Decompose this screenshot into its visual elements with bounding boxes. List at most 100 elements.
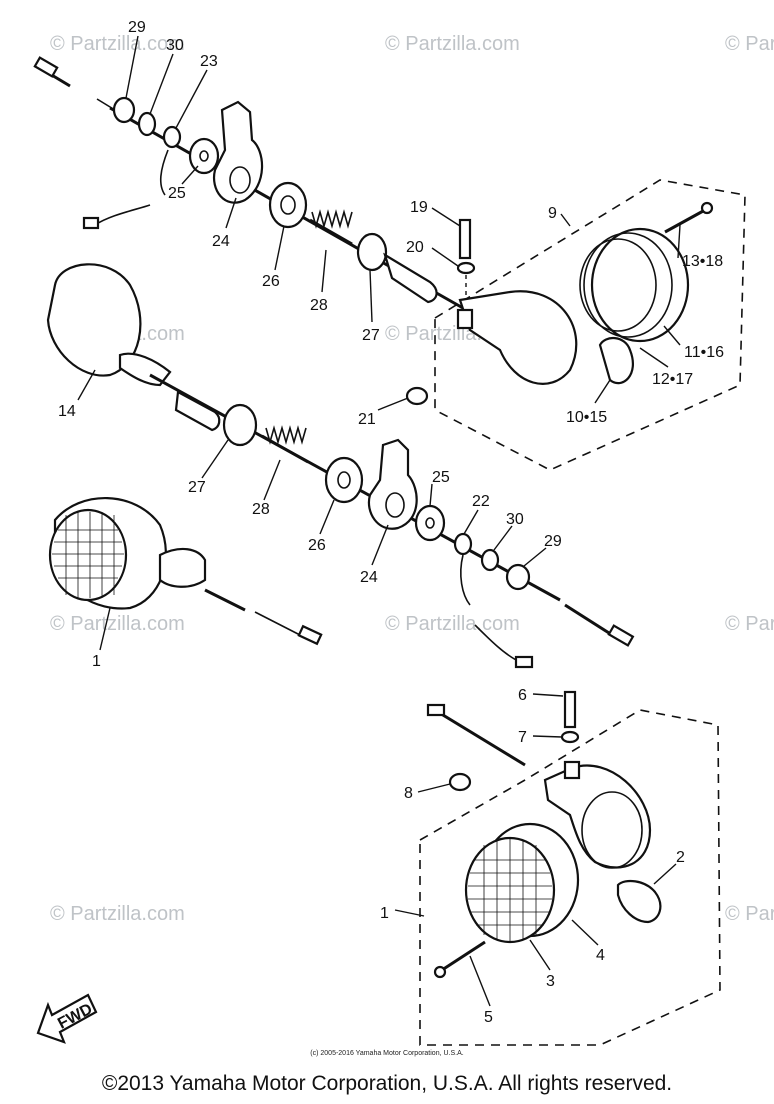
nut-29	[112, 96, 136, 124]
stay-27	[174, 390, 221, 432]
bulb-10-15	[598, 337, 634, 385]
washer-hole	[199, 150, 209, 162]
callout-29b: 29	[544, 533, 562, 550]
wire-terminal	[82, 216, 100, 230]
spring-28	[309, 209, 353, 246]
callout-24b: 24	[360, 569, 378, 586]
wire	[94, 204, 151, 226]
lens-inner	[579, 238, 657, 332]
callout-2: 2	[676, 849, 685, 866]
fwd-arrow: FWD	[36, 993, 98, 1044]
washer-25	[414, 504, 446, 542]
stay-27-body	[383, 252, 438, 304]
lens-rim	[583, 232, 673, 338]
washer-23	[162, 125, 182, 149]
washer-25	[188, 137, 220, 175]
screw-head	[700, 201, 714, 215]
wire-terminal	[514, 655, 534, 669]
callout-6: 6	[518, 687, 527, 704]
signal-body	[458, 290, 578, 385]
screw-5	[441, 940, 486, 972]
bracket-24	[212, 100, 264, 204]
callout-1: 1	[92, 653, 101, 670]
washer-hole	[425, 517, 435, 529]
bolt-19	[458, 218, 472, 260]
callout-1b: 1	[380, 905, 389, 922]
callout-4: 4	[596, 947, 605, 964]
copyright-notice-small: (c) 2005-2016 Yamaha Motor Corporation, …	[310, 1050, 464, 1057]
wire-terminal	[297, 624, 323, 646]
callout-27b: 27	[188, 479, 206, 496]
leader-lines	[77, 35, 681, 1007]
callout-30b: 30	[506, 511, 524, 528]
callout-19: 19	[410, 199, 428, 216]
washer-30	[480, 548, 500, 572]
callout-28: 28	[310, 297, 328, 314]
signal-body	[543, 764, 652, 869]
watermark: © Partzilla.com	[725, 903, 774, 925]
callout-26: 26	[262, 273, 280, 290]
nut-21	[405, 386, 429, 406]
bracket-hole	[229, 166, 251, 194]
stay-27-flange	[222, 403, 258, 447]
callout-25: 25	[168, 185, 186, 202]
callout-14: 14	[58, 403, 76, 420]
callout-21: 21	[358, 411, 376, 428]
wire-terminal	[607, 624, 635, 647]
wire	[437, 710, 526, 767]
upper-signal-assembly	[33, 56, 746, 471]
damper-hole	[337, 471, 351, 489]
fwd-arrow-icon	[36, 993, 98, 1044]
middle-mount-assembly	[149, 373, 635, 669]
bulb-2	[616, 879, 662, 924]
lower-signal-assembly	[419, 690, 721, 1046]
front-signal-1	[48, 497, 323, 646]
callout-13-18: 13•18	[682, 253, 723, 270]
stay-27	[356, 232, 388, 272]
signal-housing-14	[46, 263, 142, 377]
bracket-24	[367, 438, 418, 530]
mount-stem	[456, 308, 474, 330]
screw-head	[433, 965, 447, 979]
housing-neck	[118, 352, 172, 387]
copyright-notice: ©2013 Yamaha Motor Corporation, U.S.A. A…	[101, 1072, 673, 1095]
washer-30	[137, 111, 157, 137]
callout-29: 29	[128, 19, 146, 36]
wire	[159, 149, 169, 196]
wire	[460, 554, 471, 606]
nut-29	[505, 563, 531, 591]
housing-neck	[158, 547, 207, 588]
lens-grid	[468, 838, 552, 942]
washer-7	[560, 730, 580, 744]
bolt-6	[563, 690, 577, 729]
watermark: © Partzilla.com	[50, 903, 185, 925]
watermark: © Partzilla.com	[385, 613, 520, 635]
callout-26b: 26	[308, 537, 326, 554]
damper-hole	[280, 195, 296, 215]
wire	[254, 611, 301, 636]
damper-26	[268, 181, 308, 229]
callout-9: 9	[548, 205, 557, 222]
callout-25b: 25	[432, 469, 450, 486]
bracket-hole	[385, 492, 405, 518]
watermark: © Partzilla.com	[50, 33, 185, 55]
wire-terminal	[426, 703, 446, 717]
wire	[204, 588, 246, 612]
callout-8: 8	[404, 785, 413, 802]
signal-lens	[48, 508, 128, 602]
callout-3: 3	[546, 973, 555, 990]
lens-11-16	[590, 227, 690, 343]
watermark: © Partzilla.com	[50, 613, 185, 635]
wire-terminal	[33, 56, 59, 78]
callout-23: 23	[200, 53, 218, 70]
callout-10-15: 10•15	[566, 409, 607, 426]
callout-20: 20	[406, 239, 424, 256]
mount-stem	[563, 760, 581, 780]
washer-20	[456, 261, 476, 275]
callout-24: 24	[212, 233, 230, 250]
washer-22	[453, 532, 473, 556]
body-rim	[581, 791, 643, 869]
callout-30: 30	[166, 37, 184, 54]
screw-13-18	[664, 208, 706, 234]
